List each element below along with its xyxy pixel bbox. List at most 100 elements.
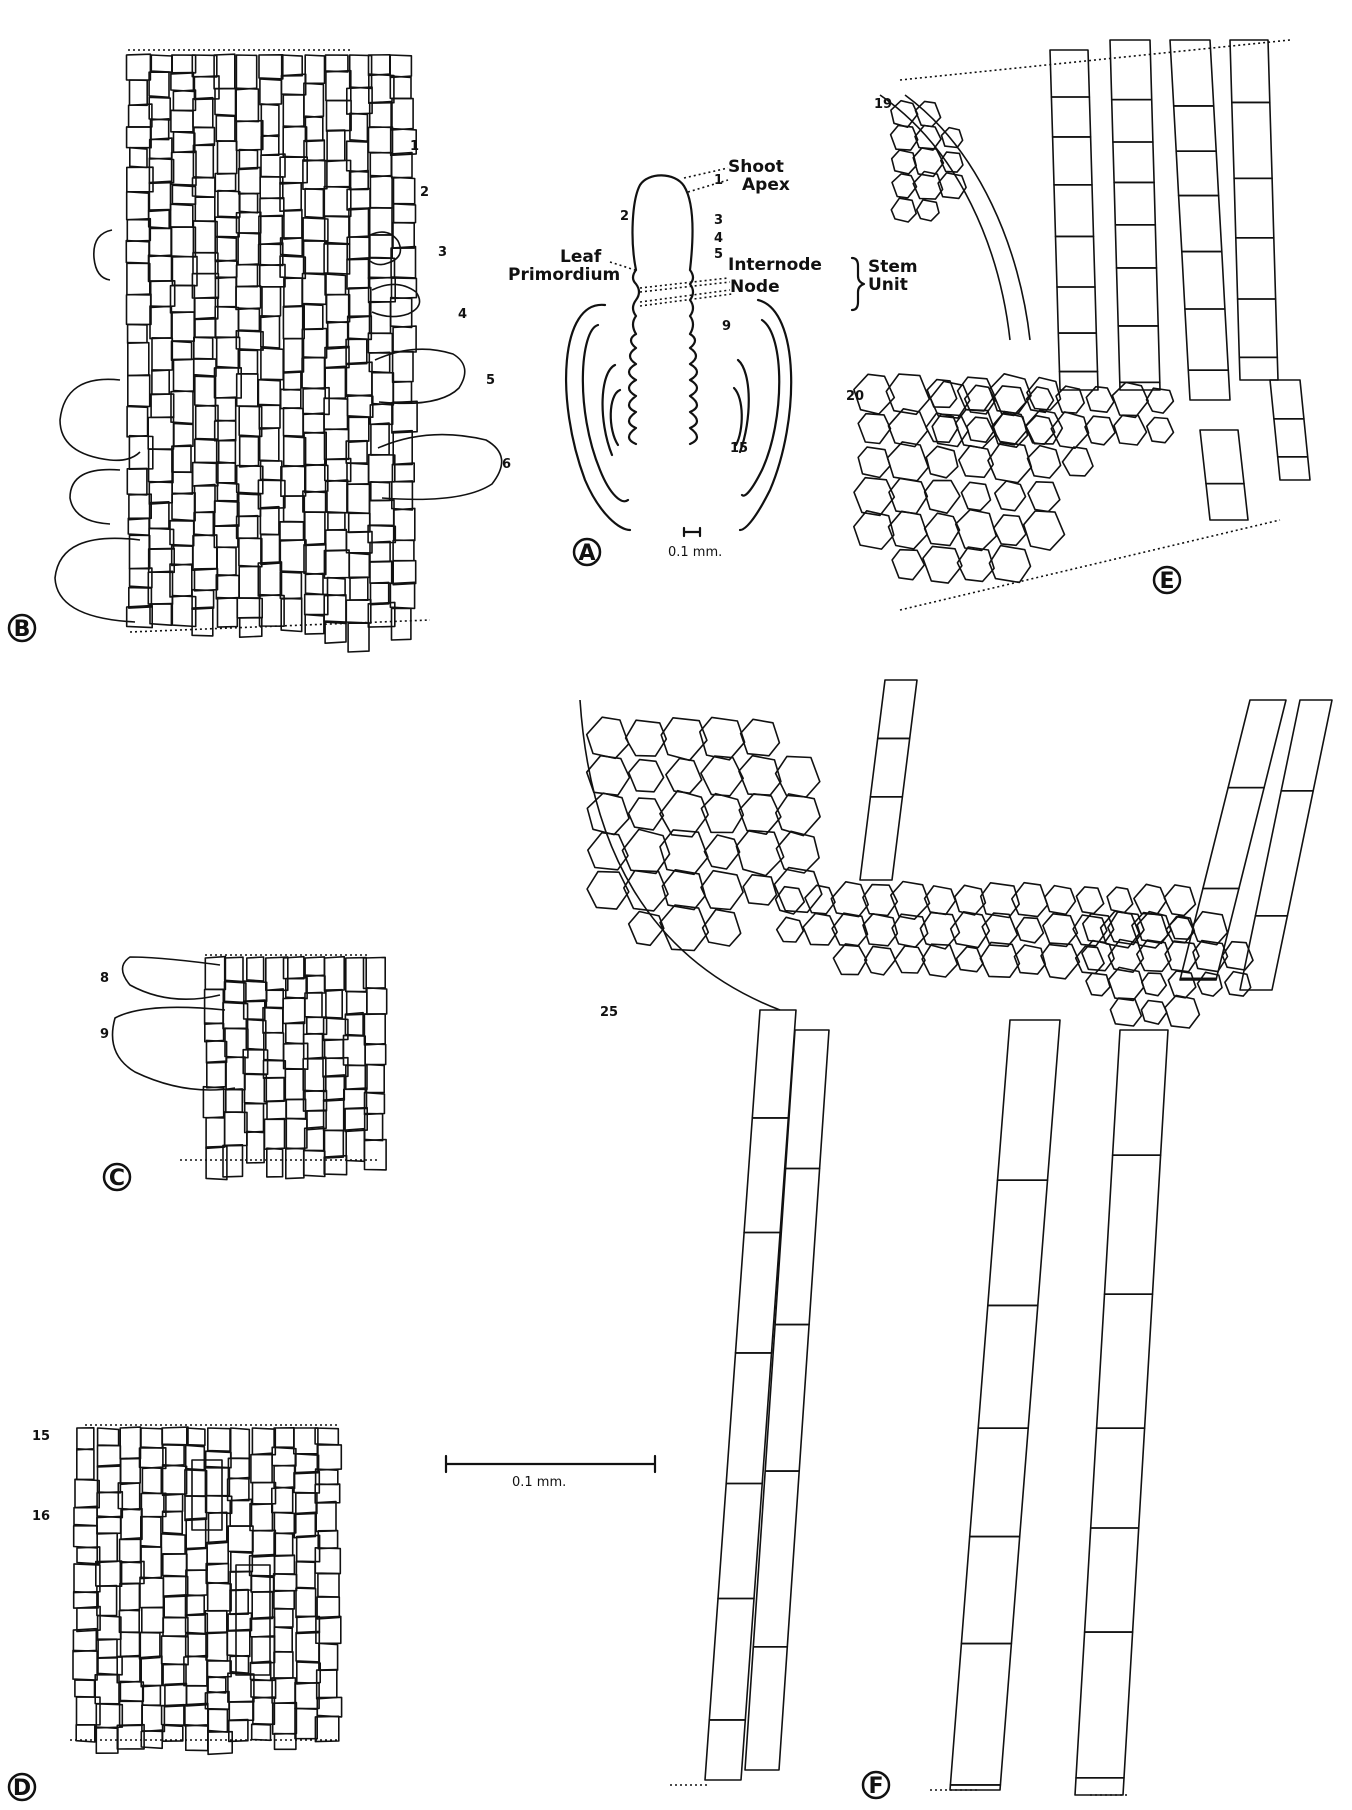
cell <box>296 1562 315 1588</box>
cell <box>216 116 235 142</box>
cell <box>205 989 224 1024</box>
cell <box>273 1703 297 1735</box>
cell <box>215 217 239 237</box>
cell <box>207 1061 226 1088</box>
cell <box>370 176 392 209</box>
cell-file <box>860 797 902 880</box>
cell <box>143 1685 161 1705</box>
cell <box>128 324 147 343</box>
cell-file <box>1230 40 1270 102</box>
cell <box>214 525 238 548</box>
cell <box>349 513 370 532</box>
cell-file <box>709 1599 754 1720</box>
cell <box>203 1087 223 1118</box>
cell <box>306 573 324 594</box>
cell <box>347 484 370 514</box>
cell <box>253 1697 275 1724</box>
cell <box>317 1445 341 1470</box>
cell <box>172 341 192 360</box>
cell <box>129 494 151 520</box>
node-cell <box>743 875 776 905</box>
cell-file <box>1113 1030 1168 1155</box>
panel-d-lacuna-2 <box>236 1565 270 1675</box>
cell <box>261 104 279 136</box>
cell <box>326 55 348 72</box>
cell <box>120 1583 139 1610</box>
cell <box>174 132 195 153</box>
cell <box>228 1613 251 1631</box>
node-cell <box>704 835 739 869</box>
cell <box>283 306 304 339</box>
cell <box>128 375 150 407</box>
cell <box>236 55 256 90</box>
node-cell <box>662 870 705 910</box>
cell <box>207 1040 227 1063</box>
cell <box>225 957 243 981</box>
cell <box>302 329 326 358</box>
panel-c-label-9: 9 <box>100 1027 109 1042</box>
node-cell <box>624 871 668 911</box>
cell-file <box>1185 309 1228 370</box>
cell-file <box>1085 1528 1139 1632</box>
cell <box>163 1618 188 1636</box>
panel-d-label-15: 15 <box>32 1429 50 1444</box>
cell <box>216 463 235 483</box>
panel-a-num-2: 2 <box>620 209 629 224</box>
cell <box>171 227 195 257</box>
panel-a-label-node: Node <box>730 277 780 297</box>
cell <box>258 380 280 406</box>
cell <box>149 210 170 229</box>
cell <box>393 431 412 465</box>
cell <box>217 547 236 576</box>
cell <box>127 54 151 80</box>
cell <box>265 1119 285 1150</box>
cell <box>303 491 327 512</box>
node-cell <box>1024 511 1065 550</box>
panel-f-tissue <box>580 680 1332 1795</box>
cell <box>346 1066 367 1090</box>
panel-a-leaf-left-inner <box>583 325 628 501</box>
cell <box>318 1574 339 1597</box>
cell <box>305 512 325 545</box>
panel-f-node-cells <box>587 717 1253 1028</box>
node-cell <box>956 510 997 551</box>
cell <box>205 1468 229 1496</box>
node-cell <box>1045 886 1076 915</box>
node-cell <box>891 198 916 222</box>
cell-file <box>961 1537 1019 1644</box>
cell-file <box>786 1030 829 1169</box>
cell <box>369 208 393 235</box>
node-cell <box>982 913 1017 946</box>
node-cell <box>992 413 1028 447</box>
cell <box>274 1627 292 1652</box>
cell <box>194 337 213 359</box>
svg-text:F: F <box>868 1774 883 1799</box>
cell-file <box>1188 370 1230 400</box>
cell <box>305 189 323 218</box>
cell <box>228 1478 249 1501</box>
node-cell <box>926 446 958 478</box>
node-cell <box>925 513 960 545</box>
cell <box>126 241 149 264</box>
cell <box>365 1140 387 1170</box>
cell <box>367 988 387 1015</box>
cell <box>194 128 214 146</box>
cell <box>316 1502 336 1532</box>
cell <box>286 1022 304 1044</box>
cell <box>346 1129 364 1162</box>
cell <box>394 204 416 223</box>
cell <box>275 1609 293 1627</box>
panel-c-tissue <box>113 955 387 1180</box>
cell <box>172 312 194 341</box>
cell <box>206 1117 225 1148</box>
cell <box>150 604 171 626</box>
cell <box>171 73 194 92</box>
cell <box>350 113 368 141</box>
cell <box>74 1506 97 1525</box>
cell <box>127 192 149 220</box>
cell <box>163 1554 187 1577</box>
cell <box>98 1428 119 1446</box>
panel-e-label-19: 19 <box>874 97 892 112</box>
cell <box>195 376 216 406</box>
